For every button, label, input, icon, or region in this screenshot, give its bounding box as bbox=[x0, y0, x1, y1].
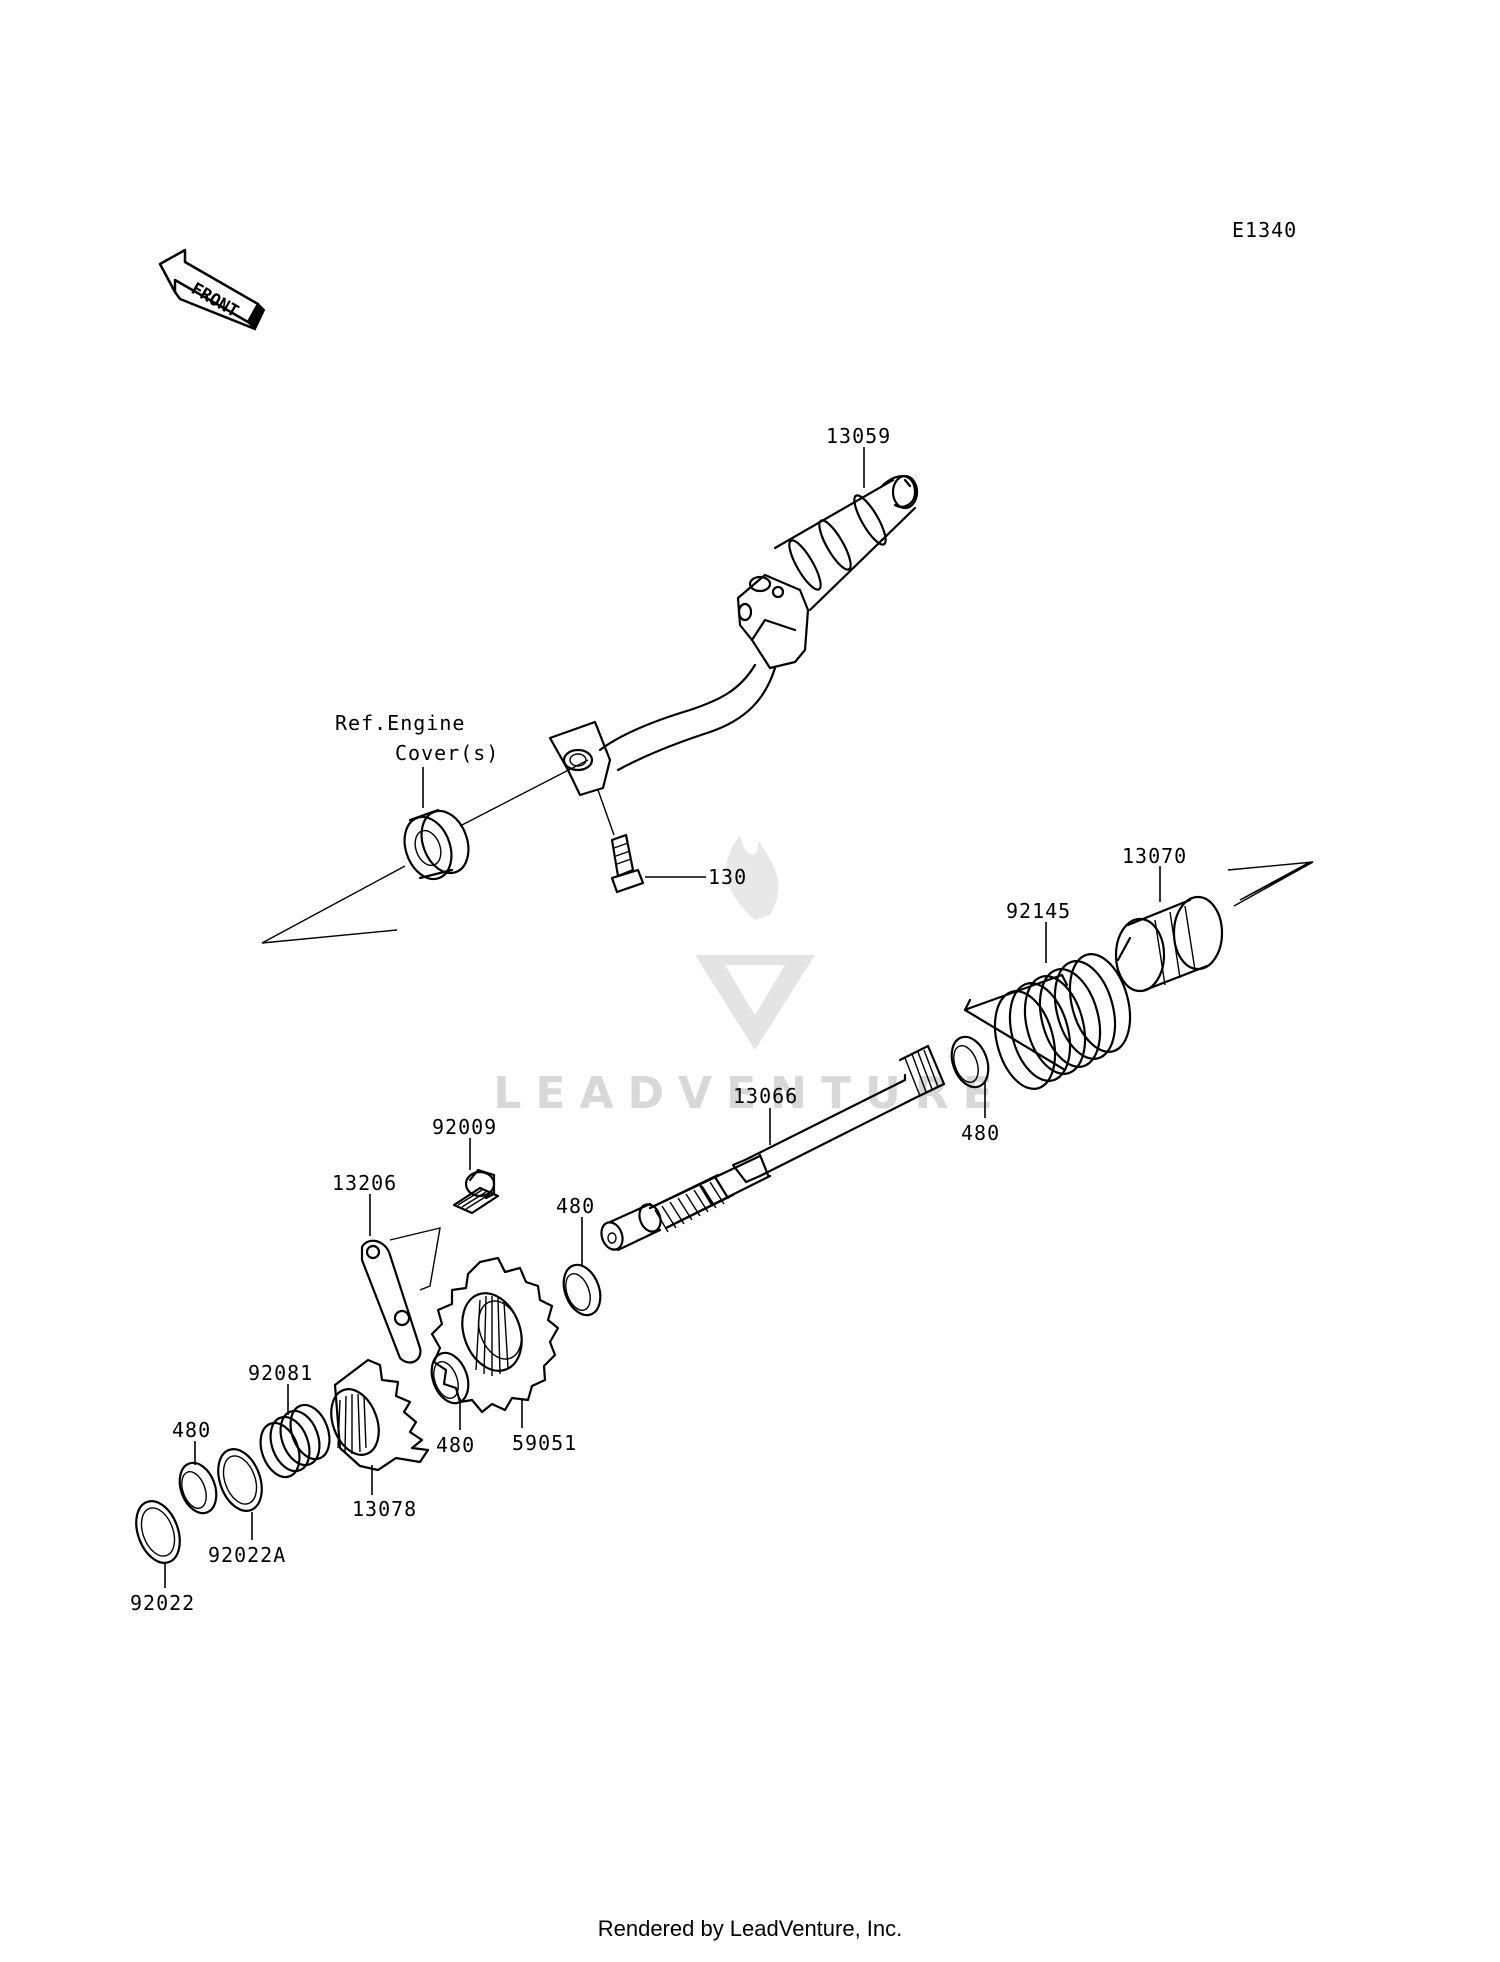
label-92022: 92022 bbox=[130, 1591, 195, 1615]
ref-note-line1: Ref.Engine bbox=[335, 711, 465, 735]
label-13070: 13070 bbox=[1122, 844, 1187, 868]
oil-seal bbox=[403, 808, 470, 881]
axis-line-right bbox=[1227, 861, 1314, 907]
gear-59051 bbox=[430, 1256, 560, 1414]
spring-92081 bbox=[259, 1403, 331, 1479]
ratchet-13078 bbox=[330, 1358, 430, 1472]
circlip-480-gear bbox=[430, 1351, 470, 1405]
label-130: 130 bbox=[708, 865, 747, 889]
axis-line-upper-end bbox=[261, 865, 406, 944]
label-480-gear: 480 bbox=[436, 1433, 475, 1457]
label-92145: 92145 bbox=[1006, 899, 1071, 923]
kick-pedal-13059 bbox=[548, 474, 919, 797]
ref-note-line2: Cover(s) bbox=[395, 741, 499, 765]
circlip-480-left bbox=[178, 1461, 218, 1515]
watermark-flame-icon bbox=[726, 835, 779, 920]
pin-92009 bbox=[452, 1168, 500, 1215]
label-13059: 13059 bbox=[826, 424, 891, 448]
washer-92022 bbox=[135, 1500, 181, 1564]
label-480-shaft: 480 bbox=[556, 1194, 595, 1218]
label-480-left: 480 bbox=[172, 1418, 211, 1442]
spring-92145 bbox=[963, 953, 1132, 1090]
circlip-480-shaft bbox=[562, 1263, 602, 1317]
bolt-130 bbox=[597, 789, 706, 894]
watermark-text: LEADVENTURE bbox=[493, 1068, 1006, 1119]
label-92081: 92081 bbox=[248, 1361, 313, 1385]
bushing-13070 bbox=[1114, 895, 1224, 993]
kick-shaft-13066 bbox=[600, 1044, 946, 1252]
watermark: LEADVENTURE bbox=[493, 835, 1006, 1119]
label-480-right: 480 bbox=[961, 1121, 1000, 1145]
guide-plate-13206 bbox=[360, 1227, 441, 1364]
washer-92022A bbox=[217, 1448, 263, 1512]
axis-line-upper bbox=[459, 759, 589, 827]
watermark-v-icon bbox=[695, 955, 815, 1050]
diagram-code: E1340 bbox=[1232, 218, 1297, 242]
label-59051: 59051 bbox=[512, 1431, 577, 1455]
front-arrow-icon: FRONT bbox=[158, 248, 266, 331]
circlip-480-right bbox=[950, 1035, 990, 1089]
label-92022A: 92022A bbox=[208, 1543, 286, 1567]
footer-credit: Rendered by LeadVenture, Inc. bbox=[597, 1916, 903, 1941]
label-13066: 13066 bbox=[733, 1084, 798, 1108]
label-92009: 92009 bbox=[432, 1115, 497, 1139]
label-13206: 13206 bbox=[332, 1171, 397, 1195]
label-13078: 13078 bbox=[352, 1497, 417, 1521]
